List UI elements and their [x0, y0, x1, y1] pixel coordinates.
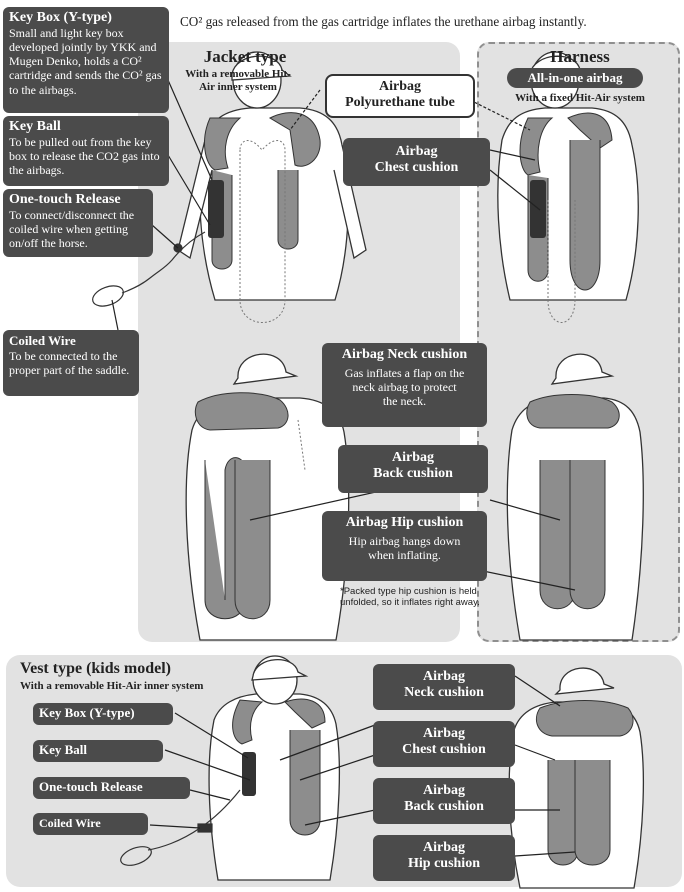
hip-cushion-callout: Airbag Hip cushion Hip airbag hangs down…	[322, 511, 487, 581]
callout-key-ball: Key Ball To be pulled out from the key b…	[3, 116, 169, 186]
back-cushion-label: Airbag Back cushion	[338, 445, 488, 493]
vest-back-line1: Airbag	[373, 783, 515, 799]
vest-hip-line2: Hip cushion	[373, 856, 515, 872]
vest-neck-line1: Airbag	[373, 669, 515, 685]
neck-cushion-callout: Airbag Neck cushion Gas inflates a flap …	[322, 343, 487, 427]
polyurethane-tube-label: Airbag Polyurethane tube	[325, 74, 475, 118]
back-line2: Back cushion	[338, 466, 488, 482]
callout-one-touch-title: One-touch Release	[9, 192, 147, 208]
vest-chest-line2: Chest cushion	[373, 742, 515, 758]
vest-front-figure	[209, 656, 339, 880]
callout-key-box-title: Key Box (Y-type)	[9, 10, 163, 26]
vest-back-cushion-label: Airbag Back cushion	[373, 778, 515, 824]
chest-line2: Chest cushion	[343, 160, 490, 176]
vest-back-line2: Back cushion	[373, 799, 515, 815]
vest-neck-cushion-label: Airbag Neck cushion	[373, 664, 515, 710]
tube-line2: Polyurethane tube	[327, 95, 473, 111]
vest-subtitle: With a removable Hit-Air inner system	[20, 680, 203, 692]
vest-one-touch-label: One-touch Release	[33, 777, 190, 799]
chest-cushion-label: Airbag Chest cushion	[343, 138, 490, 186]
back-line1: Airbag	[338, 450, 488, 466]
callout-coiled-wire-title: Coiled Wire	[9, 333, 133, 349]
harness-title: Harness	[520, 47, 640, 67]
tube-line1: Airbag	[327, 79, 473, 95]
vest-hip-cushion-label: Airbag Hip cushion	[373, 835, 515, 881]
hip-title: Airbag Hip cushion	[322, 515, 487, 531]
harness-subtitle: With a fixed Hit-Air system	[490, 92, 670, 104]
callout-key-ball-title: Key Ball	[9, 119, 163, 135]
harness-back-figure	[507, 354, 643, 640]
callout-coiled-wire-text: To be connected to the proper part of th…	[9, 349, 133, 377]
vest-coiled-wire-label: Coiled Wire	[33, 813, 148, 835]
callout-coiled-wire: Coiled Wire To be connected to the prope…	[3, 330, 139, 396]
intro-text: CO² gas released from the gas cartridge …	[180, 14, 684, 30]
callout-one-touch: One-touch Release To connect/disconnect …	[3, 189, 153, 257]
callout-key-box: Key Box (Y-type) Small and light key box…	[3, 7, 169, 113]
neck-title: Airbag Neck cushion	[322, 347, 487, 363]
vest-chest-line1: Airbag	[373, 726, 515, 742]
callout-key-ball-text: To be pulled out from the key box to rel…	[9, 135, 163, 177]
jacket-title: Jacket type	[170, 47, 320, 67]
harness-badge: All-in-one airbag	[507, 68, 643, 88]
vest-hip-line1: Airbag	[373, 840, 515, 856]
jacket-subtitle: With a removable Hit-Air inner system	[178, 68, 298, 93]
vest-key-box-label: Key Box (Y-type)	[33, 703, 173, 725]
vest-key-ball-label: Key Ball	[33, 740, 163, 762]
neck-text: Gas inflates a flap on the neck airbag t…	[322, 367, 487, 408]
vest-title: Vest type (kids model)	[20, 660, 171, 678]
hip-text: Hip airbag hangs down when inflating.	[322, 535, 487, 563]
callout-key-box-text: Small and light key box developed jointl…	[9, 26, 163, 97]
chest-line1: Airbag	[343, 144, 490, 160]
vest-chest-cushion-label: Airbag Chest cushion	[373, 721, 515, 767]
packed-type-note: *Packed type hip cushion is held unfolde…	[340, 586, 480, 609]
callout-one-touch-text: To connect/disconnect the coiled wire wh…	[9, 208, 147, 250]
vest-neck-line2: Neck cushion	[373, 685, 515, 701]
